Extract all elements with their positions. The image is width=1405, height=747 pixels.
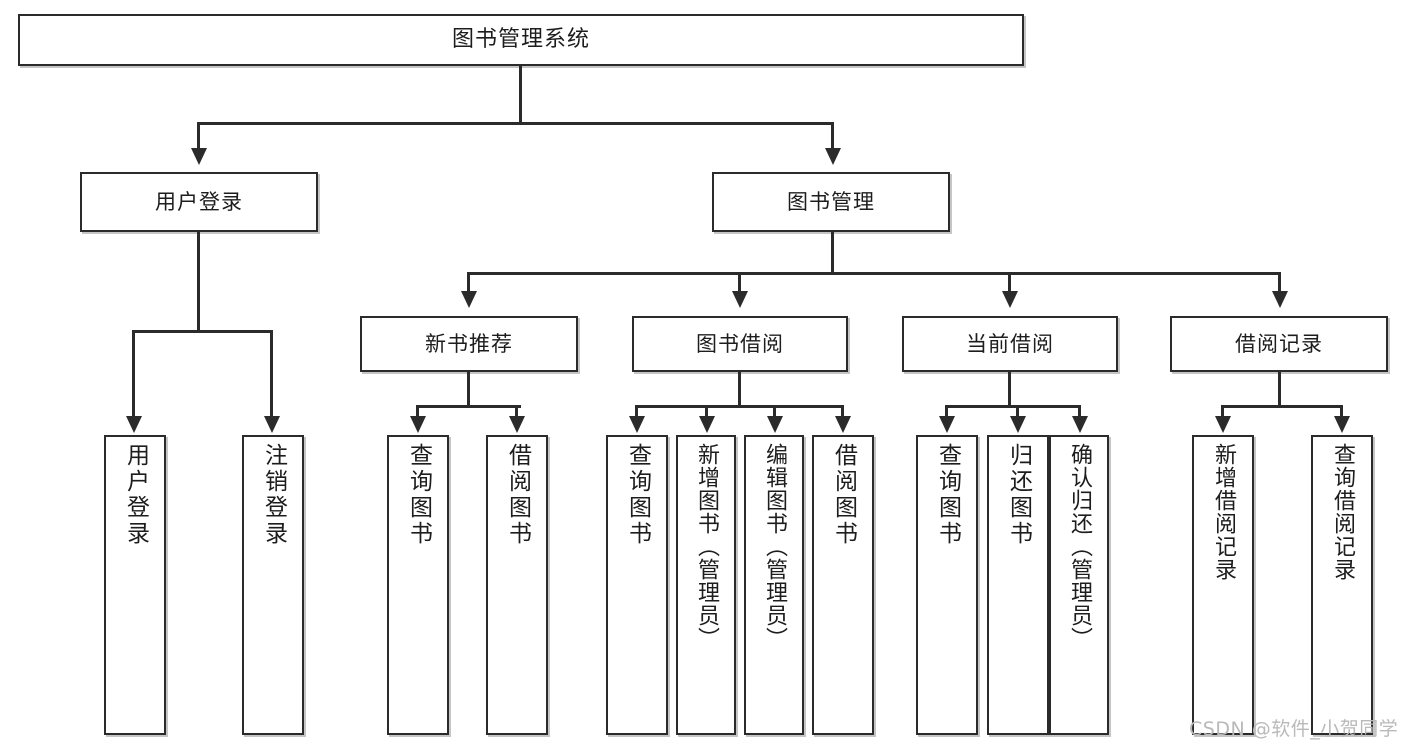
arrow-current-borrow-to-leaf-3 <box>1072 416 1088 433</box>
node-label: 编辑图书（管理员） <box>762 443 787 650</box>
node-book-borrow[interactable]: 图书借阅 <box>632 316 848 372</box>
connector-bm-to-borrow-record <box>1278 272 1281 293</box>
node-current-borrow[interactable]: 当前借阅 <box>902 316 1118 372</box>
arrow-book-borrow-to-leaf-4 <box>835 416 851 433</box>
connector-root-to-book-management <box>831 122 834 150</box>
arrow-new-book-to-leaf-2 <box>509 416 525 433</box>
connector-book-borrow-to-leaf-3 <box>773 405 776 418</box>
node-label: 查询借阅记录 <box>1330 443 1355 581</box>
arrow-bm-to-borrow-record <box>1272 291 1288 308</box>
node-label: 新增图书（管理员） <box>694 443 719 650</box>
connector-bm-to-current-borrow <box>1008 272 1011 293</box>
arrow-user-login-to-leaf-2 <box>264 416 280 433</box>
node-book-management-system[interactable]: 图书管理系统 <box>18 14 1024 66</box>
node-borrow-record[interactable]: 借阅记录 <box>1170 316 1388 372</box>
node-label: 图书管理 <box>787 189 875 214</box>
leaf-query-book-1[interactable]: 查询图书 <box>387 435 449 735</box>
connector-current-borrow-to-leaf-2 <box>1016 405 1019 418</box>
arrow-bm-to-current-borrow <box>1002 291 1018 308</box>
connector-user-login-stem <box>197 232 200 333</box>
connector-current-borrow-to-leaf-3 <box>1078 405 1081 418</box>
node-label: 查询图书 <box>405 443 432 547</box>
connector-book-borrow-bar <box>635 405 843 408</box>
connector-current-borrow-to-leaf-1 <box>945 405 948 418</box>
leaf-user-login[interactable]: 用户登录 <box>104 435 166 735</box>
node-label: 归还图书 <box>1005 443 1032 547</box>
connector-root-bar <box>197 122 834 125</box>
connector-current-borrow-stem <box>1008 372 1011 408</box>
arrow-user-login-to-leaf-1 <box>126 416 142 433</box>
node-label: 用户登录 <box>155 189 243 214</box>
connector-borrow-record-bar <box>1221 405 1340 408</box>
node-label: 借阅图书 <box>504 443 531 547</box>
connector-new-book-stem <box>467 372 470 408</box>
node-label: 查询图书 <box>624 443 651 547</box>
leaf-confirm-return-admin[interactable]: 确认归还（管理员） <box>1049 435 1109 735</box>
arrow-new-book-to-leaf-1 <box>410 416 426 433</box>
connector-root-to-user-login <box>197 122 200 150</box>
connector-user-login-to-leaf-1 <box>132 330 135 418</box>
node-label: 新书推荐 <box>425 331 513 356</box>
node-label: 图书管理系统 <box>451 27 590 53</box>
leaf-borrow-book-2[interactable]: 借阅图书 <box>812 435 874 735</box>
connector-book-management-stem <box>831 232 834 275</box>
leaf-edit-book-admin[interactable]: 编辑图书（管理员） <box>744 435 804 735</box>
connector-new-book-to-leaf-1 <box>416 405 419 418</box>
connector-user-login-to-leaf-2 <box>270 330 273 418</box>
leaf-query-borrow-record[interactable]: 查询借阅记录 <box>1311 435 1373 735</box>
leaf-add-borrow-record[interactable]: 新增借阅记录 <box>1192 435 1254 735</box>
arrow-borrow-record-to-leaf-1 <box>1215 416 1231 433</box>
leaf-query-book-3[interactable]: 查询图书 <box>916 435 978 735</box>
arrow-bm-to-book-borrow <box>732 291 748 308</box>
connector-borrow-record-to-leaf-1 <box>1221 405 1224 418</box>
leaf-borrow-book-1[interactable]: 借阅图书 <box>486 435 548 735</box>
leaf-return-book[interactable]: 归还图书 <box>987 435 1049 735</box>
connector-book-management-bar <box>467 272 1281 275</box>
arrow-borrow-record-to-leaf-2 <box>1334 416 1350 433</box>
connector-bm-to-book-borrow <box>738 272 741 293</box>
connector-borrow-record-stem <box>1278 372 1281 408</box>
connector-root-stem <box>519 66 522 124</box>
connector-book-borrow-to-leaf-1 <box>635 405 638 418</box>
leaf-add-book-admin[interactable]: 新增图书（管理员） <box>676 435 736 735</box>
arrow-book-borrow-to-leaf-1 <box>629 416 645 433</box>
connector-book-borrow-to-leaf-2 <box>705 405 708 418</box>
node-user-login[interactable]: 用户登录 <box>80 172 318 232</box>
arrow-book-borrow-to-leaf-2 <box>699 416 715 433</box>
node-label: 用户登录 <box>122 443 149 547</box>
connector-book-borrow-to-leaf-4 <box>841 405 844 418</box>
arrow-bm-to-new-book <box>461 291 477 308</box>
node-label: 借阅图书 <box>830 443 857 547</box>
connector-user-login-bar <box>132 330 270 333</box>
node-label: 注销登录 <box>260 443 287 547</box>
node-label: 确认归还（管理员） <box>1067 443 1092 650</box>
node-label: 借阅记录 <box>1235 331 1323 356</box>
node-book-management[interactable]: 图书管理 <box>712 172 950 232</box>
node-label: 当前借阅 <box>966 331 1054 356</box>
connector-new-book-to-leaf-2 <box>515 405 518 418</box>
node-label: 查询图书 <box>934 443 961 547</box>
leaf-logout[interactable]: 注销登录 <box>242 435 304 735</box>
connector-book-borrow-stem <box>738 372 741 408</box>
connector-new-book-bar <box>416 405 521 408</box>
arrow-current-borrow-to-leaf-2 <box>1010 416 1026 433</box>
arrow-current-borrow-to-leaf-1 <box>939 416 955 433</box>
connector-borrow-record-to-leaf-2 <box>1340 405 1343 418</box>
leaf-query-book-2[interactable]: 查询图书 <box>606 435 668 735</box>
node-label: 新增借阅记录 <box>1211 443 1236 581</box>
arrow-root-to-user-login <box>191 148 207 165</box>
node-label: 图书借阅 <box>696 331 784 356</box>
connector-current-borrow-bar <box>945 405 1080 408</box>
arrow-book-borrow-to-leaf-3 <box>767 416 783 433</box>
connector-bm-to-new-book <box>467 272 470 293</box>
arrow-root-to-book-management <box>825 148 841 165</box>
node-new-book-recommend[interactable]: 新书推荐 <box>360 316 578 372</box>
